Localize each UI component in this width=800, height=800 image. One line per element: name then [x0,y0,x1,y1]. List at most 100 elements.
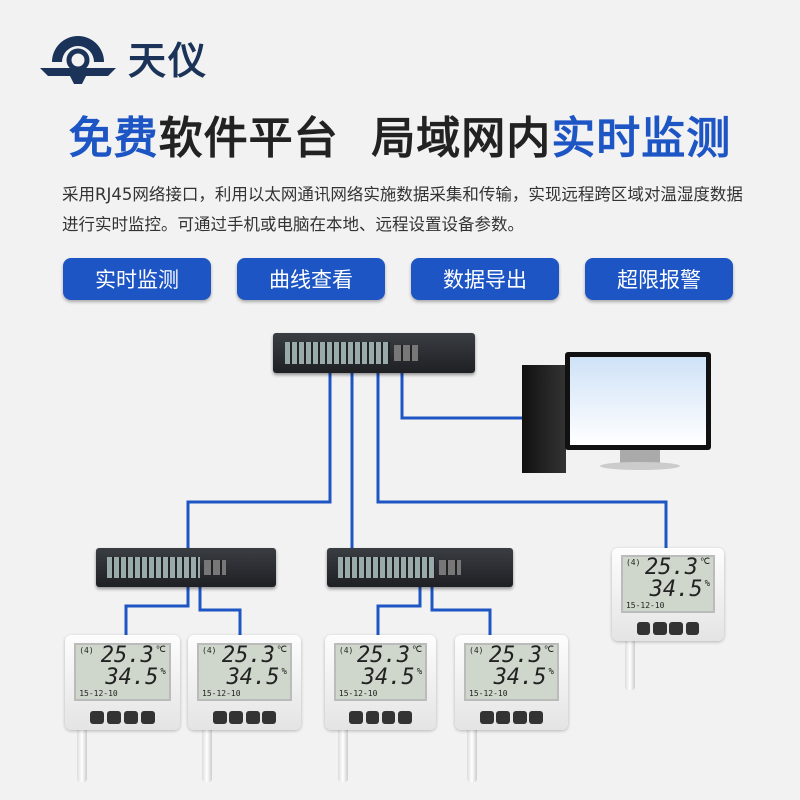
temperature-unit: ℃ [543,644,554,655]
lcd-row-temperature: (4) 25.3℃ [79,645,166,667]
temperature-unit: ℃ [276,644,287,655]
sensor-probe [467,720,477,782]
humidity-value: 34.5 [361,664,415,690]
sensor-key [262,711,277,725]
sensor-probe [77,720,87,782]
headline: 免费软件平台 局域网内实时监测 [0,102,800,166]
lcd-row-date: 15-12-10 [79,689,166,699]
cable-switch-left [186,372,332,548]
date-value: 15-12-10 [338,688,378,698]
sensor-key [90,711,105,725]
sensor-keypad [212,711,277,725]
humidity-unit: % [704,579,711,590]
core-switch [273,333,475,373]
date-value: 15-12-10 [202,688,241,698]
temperature-unit: ℃ [155,644,166,655]
brand-logo: 天仪 [38,28,208,86]
cable-sensor-1 [124,587,190,636]
sensor-keypad [636,622,700,636]
temperature-group: 25.3℃ [222,645,287,667]
logo-icon [40,36,116,84]
sensor-probe [625,630,635,690]
lcd-row-humidity: 34.5% [79,664,166,690]
channel-label: (4) [79,645,94,655]
switch-right [327,548,513,587]
lcd-row-date: 15-12-10 [626,601,710,611]
sensor-key [496,711,511,725]
lcd-row-humidity: 34.5% [202,664,287,690]
lcd-row-humidity: 34.5% [469,664,554,690]
cable-sensor-4 [430,587,492,636]
sensor-key [349,711,364,725]
lcd-row-date: 15-12-10 [202,689,287,699]
lcd-row-temperature: (4) 25.3℃ [339,645,422,667]
sensor-key [381,711,396,725]
headline-free: 免费 [68,113,159,164]
switch-left [96,548,276,587]
sensor-keypad [349,711,412,725]
sensor-device: (4) 25.3℃ 34.5% 15-12-10 [188,635,301,730]
humidity-value: 34.5 [105,664,159,690]
humidity-unit: % [548,666,554,677]
sensor-key [669,622,684,636]
temperature-value: 25.3 [221,642,275,668]
sensor-probe [202,720,212,782]
feature-export-button[interactable]: 数据导出 [411,258,559,300]
feature-curve-button[interactable]: 曲线查看 [237,258,385,300]
sensor-keypad [90,711,155,725]
feature-alarm-button[interactable]: 超限报警 [585,258,733,300]
sensor-key [529,711,544,725]
sensor-key [123,711,138,725]
sensor-keypad [479,711,544,725]
sensor-display: (4) 25.3℃ 34.5% 15-12-10 [74,642,171,702]
feature-realtime-button[interactable]: 实时监测 [63,258,211,300]
sensor-key [107,711,122,725]
sensor-key [685,622,700,636]
sensor-display: (4) 25.3℃ 34.5% 15-12-10 [197,642,292,702]
date-value: 15-12-10 [625,601,665,611]
lcd-row-date: 15-12-10 [339,689,422,699]
channel-label: (4) [469,645,484,655]
monitor-base [600,462,680,470]
channel-label: (4) [338,645,354,655]
lcd-row-temperature: (4) 25.3℃ [626,557,710,579]
humidity-value: 34.5 [493,664,547,690]
headline-lan: 局域网内 [371,113,552,164]
humidity-value: 34.5 [226,664,280,690]
switch-sfp-ports [394,345,419,361]
description: 采用RJ45网络接口，利用以太网通讯网络实施数据采集和传输，实现远程跨区域对温湿… [62,185,743,234]
humidity-unit: % [416,666,423,677]
lcd-row-temperature: (4) 25.3℃ [202,645,287,667]
sensor-display: (4) 25.3℃ 34.5% 15-12-10 [620,555,716,614]
sensor-key [512,711,527,725]
temperature-group: 25.3℃ [489,645,554,667]
temperature-unit: ℃ [699,557,711,568]
cable-sensor-3 [376,587,422,636]
switch-ports [106,556,201,579]
cable-sensor-5 [376,372,668,548]
temperature-group: 25.3℃ [357,645,422,667]
sensor-key [212,711,227,725]
monitor-screen [570,357,706,445]
sensor-key [479,711,494,725]
sensor-key [229,711,244,725]
lcd-row-humidity: 34.5% [626,579,710,601]
date-value: 15-12-10 [79,688,118,698]
sensor-device: (4) 25.3℃ 34.5% 15-12-10 [612,548,724,641]
headline-software: 软件平台 [158,113,339,164]
sensor-display: (4) 25.3℃ 34.5% 15-12-10 [333,642,428,702]
sensor-key [245,711,260,725]
pc-tower [522,365,566,473]
humidity-unit: % [160,666,166,677]
temperature-value: 25.3 [100,642,154,668]
lcd-row-temperature: (4) 25.3℃ [469,645,554,667]
pc-monitor [565,352,711,450]
sensor-device: (4) 25.3℃ 34.5% 15-12-10 [325,635,436,730]
sensor-key [397,711,412,725]
temperature-value: 25.3 [644,555,698,581]
sensor-key [652,622,667,636]
cable-sensor-2 [198,587,242,636]
sensor-probe [338,720,348,782]
cable-pc [400,372,530,420]
